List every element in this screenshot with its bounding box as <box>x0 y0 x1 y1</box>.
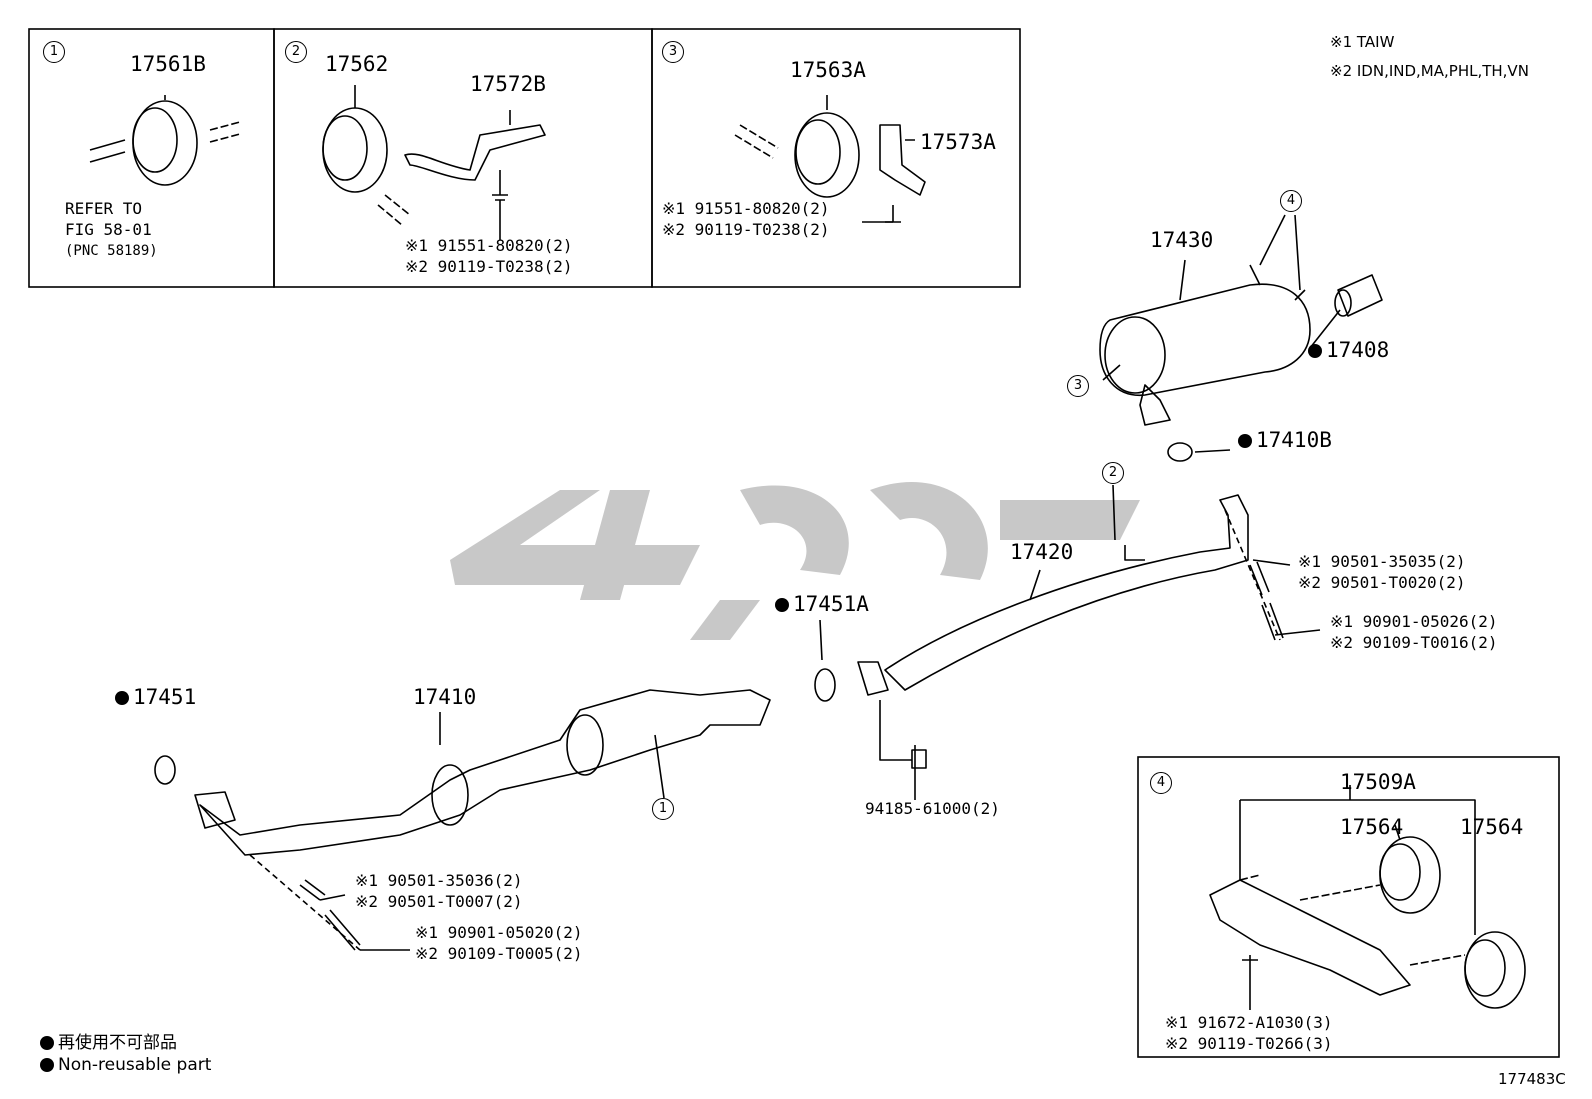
legend-dot <box>40 1036 54 1050</box>
hanger-17561b-drawing <box>89 100 241 186</box>
part-17408-label: 17408 <box>1308 338 1389 362</box>
non-reusable-dot <box>1238 434 1252 448</box>
box2-bolt-2: ※2 90119-T0238(2) <box>405 257 573 276</box>
part-17509a-label: 17509A <box>1340 770 1416 794</box>
part-17451-text: 17451 <box>133 685 197 709</box>
box2-index: 2 <box>285 41 307 63</box>
rear-bolt-drawing <box>1261 602 1284 641</box>
nut-94185-shape <box>911 749 927 769</box>
part-17430-label: 17430 <box>1150 228 1214 252</box>
callout-2-pipe: 2 <box>1102 462 1124 484</box>
center-pipe-17420-drawing <box>857 494 1249 696</box>
refer-to-line1: REFER TO <box>65 199 143 218</box>
legend-en: Non-reusable part <box>40 1055 211 1075</box>
watermark-logo <box>450 482 1140 640</box>
part-94185-label: 94185-61000(2) <box>865 799 1000 818</box>
front-pipe-17410-drawing <box>194 689 771 856</box>
rear-spring-1: ※1 90501-35035(2) <box>1298 552 1466 571</box>
part-17451a-text: 17451A <box>793 592 869 616</box>
part-17564-label-a: 17564 <box>1340 815 1404 839</box>
rear-bolt-1: ※1 90901-05026(2) <box>1330 612 1498 631</box>
part-17451a-label: 17451A <box>775 592 869 616</box>
part-17451-label: 17451 <box>115 685 196 709</box>
box4-bolt-2: ※2 90119-T0266(3) <box>1165 1034 1333 1053</box>
box4-bolt-1: ※1 91672-A1030(3) <box>1165 1013 1333 1032</box>
region-note-1: ※1 TAIW <box>1330 33 1395 51</box>
part-17572b-label: 17572B <box>470 72 546 96</box>
part-17408-text: 17408 <box>1326 338 1390 362</box>
box3-bolt-1: ※1 91551-80820(2) <box>662 199 830 218</box>
part-17564-label-b: 17564 <box>1460 815 1524 839</box>
rear-spring-2: ※2 90501-T0020(2) <box>1298 573 1466 592</box>
non-reusable-dot <box>1308 344 1322 358</box>
part-17561b-label: 17561B <box>130 52 206 76</box>
legend-jp-text: 再使用不可部品 <box>58 1033 177 1053</box>
gasket-17451-drawing <box>154 755 176 785</box>
front-spring-1: ※1 90501-35036(2) <box>355 871 523 890</box>
detail-box-3 <box>651 28 1021 288</box>
part-17410b-text: 17410B <box>1256 428 1332 452</box>
muffler-17430-drawing <box>1099 264 1311 426</box>
front-spring-drawing <box>299 879 326 901</box>
hanger-17563a-drawing <box>734 112 926 223</box>
legend-en-text: Non-reusable part <box>58 1055 212 1075</box>
box3-bolt-2: ※2 90119-T0238(2) <box>662 220 830 239</box>
box1-index: 1 <box>43 41 65 63</box>
non-reusable-dot <box>115 691 129 705</box>
bracket-17509a-drawing <box>1209 799 1526 1010</box>
legend-jp: 再使用不可部品 <box>40 1028 177 1053</box>
part-17420-label: 17420 <box>1010 540 1074 564</box>
legend-dot <box>40 1058 54 1072</box>
gasket-17451a-drawing <box>814 668 836 702</box>
box2-bolt-1: ※1 91551-80820(2) <box>405 236 573 255</box>
box3-index: 3 <box>662 41 684 63</box>
callout-3-muffler: 3 <box>1067 375 1089 397</box>
part-17563a-label: 17563A <box>790 58 866 82</box>
nut-94185-drawing <box>879 700 912 761</box>
front-bolt-1: ※1 90901-05020(2) <box>415 923 583 942</box>
part-17410b-label: 17410B <box>1238 428 1332 452</box>
part-17410-label: 17410 <box>413 685 477 709</box>
callout-1-pipe: 1 <box>652 798 674 820</box>
figure-id: 177483C <box>1498 1070 1566 1088</box>
rear-spring-drawing <box>1249 561 1270 596</box>
gasket-17410b-drawing <box>1167 442 1193 462</box>
front-bolt-drawing <box>324 909 361 951</box>
front-spring-2: ※2 90501-T0007(2) <box>355 892 523 911</box>
tail-pipe-17408-drawing <box>1334 274 1383 317</box>
region-note-2: ※2 IDN,IND,MA,PHL,TH,VN <box>1330 62 1529 80</box>
callout-4-muffler: 4 <box>1280 190 1302 212</box>
rear-bolt-2: ※2 90109-T0016(2) <box>1330 633 1498 652</box>
box4-index: 4 <box>1150 772 1172 794</box>
front-bolt-2: ※2 90109-T0005(2) <box>415 944 583 963</box>
part-17562-label: 17562 <box>325 52 389 76</box>
refer-to-line3: (PNC 58189) <box>65 243 158 259</box>
hanger-17562-drawing <box>322 107 546 238</box>
detail-box-4 <box>1137 756 1560 1058</box>
non-reusable-dot <box>775 598 789 612</box>
refer-to-line2: FIG 58-01 <box>65 220 152 239</box>
part-17573a-label: 17573A <box>920 130 996 154</box>
